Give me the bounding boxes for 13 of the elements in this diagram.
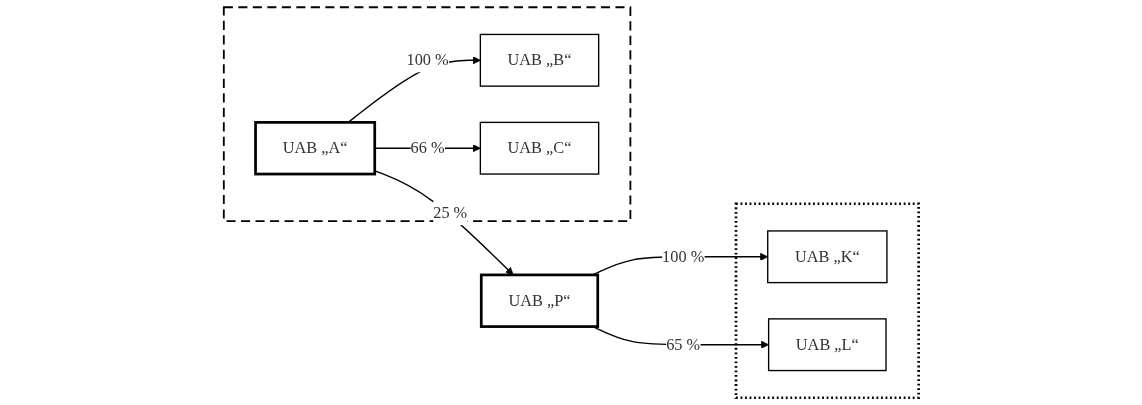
node-box: UAB „L“ xyxy=(767,318,887,372)
cluster xyxy=(222,6,632,223)
node-box: UAB „B“ xyxy=(479,33,600,87)
node-box: UAB „K“ xyxy=(766,230,888,284)
cluster xyxy=(734,202,920,400)
edge-label: 100 % xyxy=(661,247,705,266)
node-box: UAB „C“ xyxy=(479,121,600,175)
edge-label: 25 % xyxy=(432,203,467,222)
node-box: UAB „A“ xyxy=(253,121,376,176)
edge-label: 100 % xyxy=(406,50,449,69)
node-box: UAB „P“ xyxy=(479,273,599,328)
edge-label: 66 % xyxy=(410,138,445,157)
edge-label: 65 % xyxy=(665,335,700,354)
